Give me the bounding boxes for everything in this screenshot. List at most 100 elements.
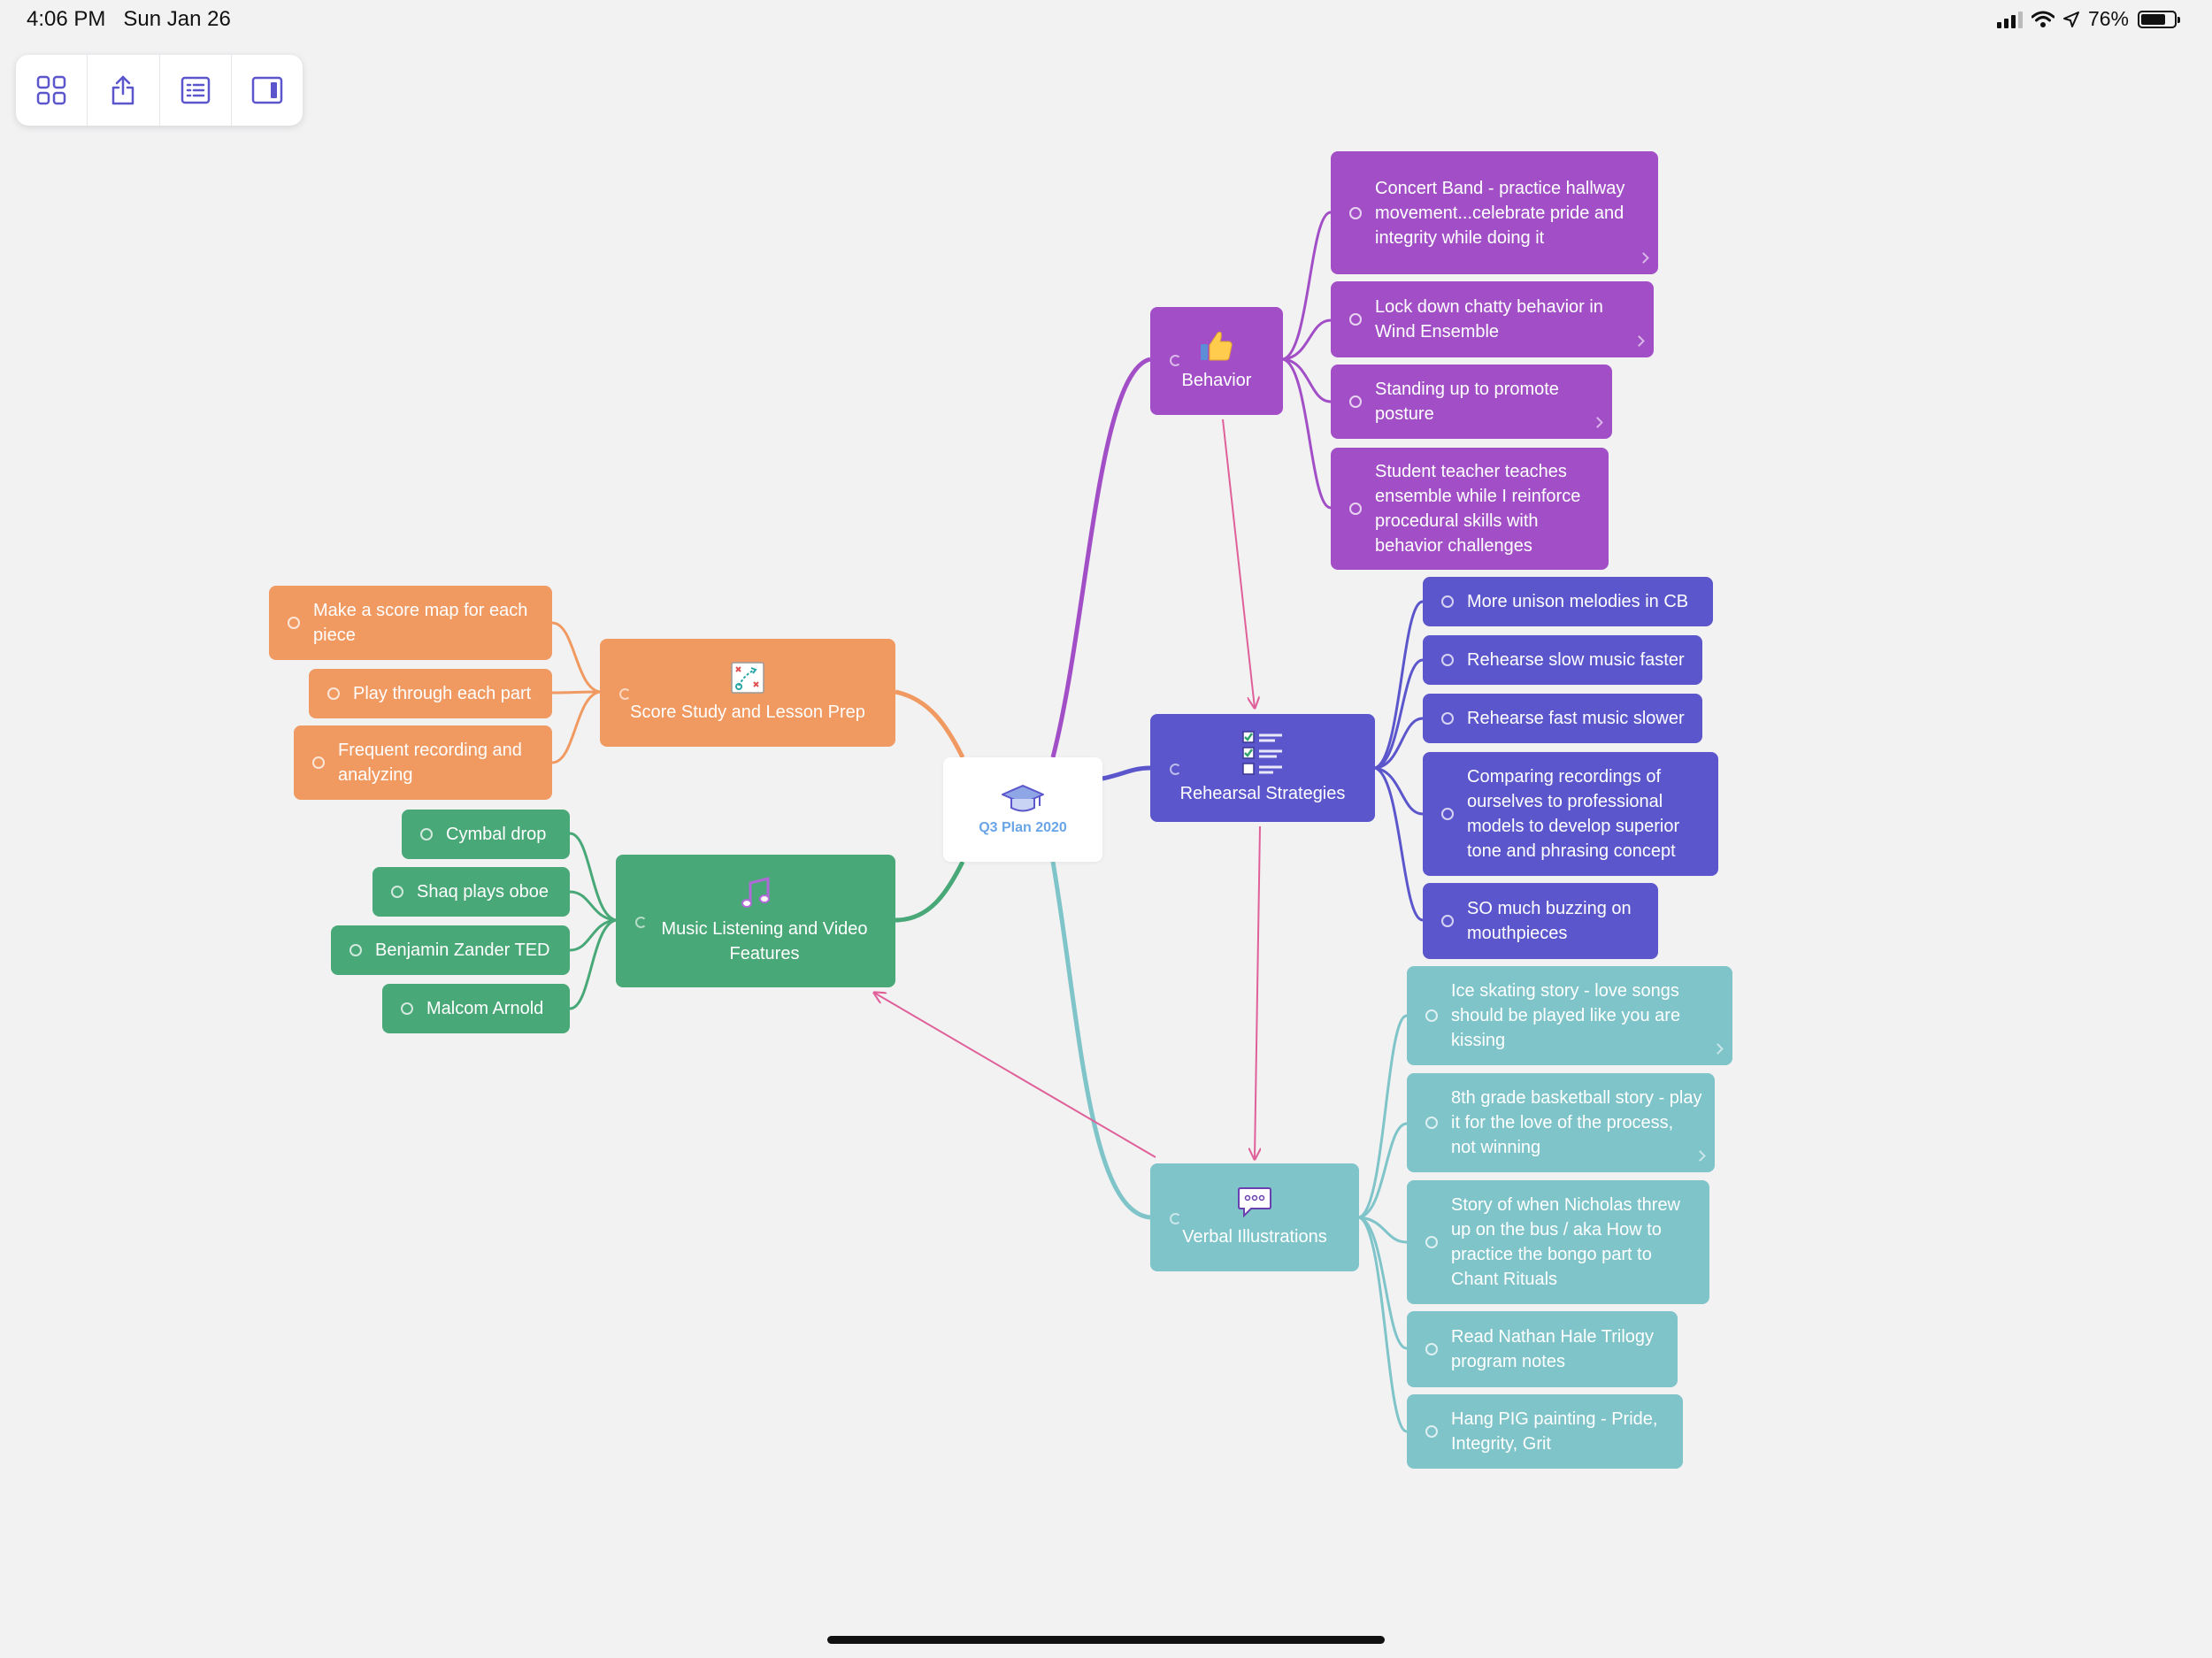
- topic-title: Music Listening and Video Features: [661, 919, 868, 963]
- subtopic[interactable]: Rehearse fast music slower: [1423, 694, 1702, 743]
- collapse-toggle[interactable]: [635, 917, 647, 928]
- subtopic[interactable]: Shaq plays oboe: [373, 867, 570, 917]
- speech-bubble-icon: [1238, 1187, 1271, 1218]
- subtopic[interactable]: Lock down chatty behavior in Wind Ensemb…: [1331, 281, 1654, 357]
- relationship-behavior-to-rehearsal: [1222, 418, 1255, 708]
- subtopic[interactable]: Benjamin Zander TED: [331, 925, 570, 975]
- subtopic-text: Rehearse slow music faster: [1467, 650, 1685, 670]
- subtopic[interactable]: Hang PIG painting - Pride, Integrity, Gr…: [1407, 1394, 1683, 1469]
- subtopic[interactable]: Malcom Arnold: [382, 984, 570, 1033]
- subtopic[interactable]: Student teacher teaches ensemble while I…: [1331, 448, 1609, 570]
- battery-level: [2141, 13, 2165, 25]
- status-time: 4:06 PM: [27, 7, 106, 31]
- subtopic[interactable]: Play through each part: [309, 669, 552, 718]
- subtopic[interactable]: SO much buzzing on mouthpieces: [1423, 883, 1658, 959]
- subtopic-bullet: [420, 828, 433, 841]
- topic-title: Score Study and Lesson Prep: [630, 702, 865, 722]
- share-button[interactable]: [88, 55, 160, 126]
- topic-rehearsal-strategies[interactable]: Rehearsal Strategies: [1150, 714, 1375, 822]
- subtopic[interactable]: Story of when Nicholas threw up on the b…: [1407, 1180, 1709, 1304]
- location-arrow-icon: [2062, 11, 2079, 27]
- graduation-cap-icon: [1002, 785, 1044, 812]
- subtopic[interactable]: Ice skating story - love songs should be…: [1407, 966, 1732, 1065]
- subtopic[interactable]: Rehearse slow music faster: [1423, 635, 1702, 685]
- topic-title: Behavior: [1181, 371, 1252, 390]
- subtopic-text: 8th grade basketball story - play it for…: [1451, 1088, 1702, 1157]
- battery-icon: [2138, 10, 2180, 28]
- subtopic-text: Benjamin Zander TED: [375, 940, 550, 960]
- status-bar: 4:06 PM Sun Jan 26 76%: [0, 0, 2212, 42]
- subtopic-bullet: [1441, 712, 1454, 725]
- subtopic[interactable]: Standing up to promote posture: [1331, 365, 1612, 439]
- subtopic-text: Malcom Arnold: [426, 999, 544, 1018]
- cellular-signal-icon: [1996, 11, 2023, 28]
- topic-music-listening[interactable]: Music Listening and Video Features: [616, 855, 895, 987]
- subtopic[interactable]: Make a score map for each piece: [269, 586, 552, 660]
- battery-percent: 76%: [2087, 7, 2129, 30]
- connector-center-score: [895, 689, 965, 759]
- topic-behavior[interactable]: Behavior: [1150, 307, 1283, 415]
- collapse-toggle[interactable]: [1170, 1213, 1181, 1224]
- topic-title: Rehearsal Strategies: [1179, 784, 1346, 803]
- outline-view-button[interactable]: [160, 55, 232, 126]
- subtopic-text: Make a score map for each piece: [313, 601, 528, 645]
- subtopic-text: Hang PIG painting - Pride, Integrity, Gr…: [1451, 1409, 1658, 1454]
- subtopic-bullet: [1441, 808, 1454, 820]
- subtopic-text: Shaq plays oboe: [417, 882, 549, 902]
- subtopic-bullet: [1441, 654, 1454, 666]
- subtopic-bullet: [1349, 313, 1362, 326]
- subtopic-text: Standing up to promote posture: [1375, 380, 1559, 424]
- checklist-icon: [1242, 731, 1282, 775]
- connector-center-music: [895, 860, 965, 923]
- subtopic-bullet: [1425, 1343, 1438, 1355]
- wifi-icon: [2031, 11, 2055, 27]
- subtopic-bullet: [1441, 595, 1454, 608]
- status-time-date: 4:06 PM Sun Jan 26: [27, 7, 231, 32]
- subtopic-text: More unison melodies in CB: [1467, 592, 1689, 611]
- subtopic-bullet: [1349, 206, 1362, 219]
- grid-view-button[interactable]: [16, 55, 88, 126]
- sidebar-icon: [251, 76, 283, 104]
- subtopic-text: SO much buzzing on mouthpieces: [1467, 899, 1632, 943]
- connector-center-verbal: [1050, 861, 1151, 1220]
- subtopic[interactable]: Cymbal drop: [402, 810, 570, 859]
- subtopic-bullet: [312, 756, 325, 769]
- connectors-rehearsal: [1374, 600, 1424, 922]
- thumbs-up-icon: [1201, 331, 1233, 361]
- subtopic-text: Concert Band - practice hallway movement…: [1375, 178, 1625, 248]
- connectors-behavior: [1282, 211, 1332, 510]
- subtopic-bullet: [1441, 915, 1454, 927]
- subtopic[interactable]: 8th grade basketball story - play it for…: [1407, 1073, 1715, 1172]
- subtopic-text: Play through each part: [353, 684, 532, 703]
- subtopic-bullet: [327, 687, 340, 700]
- subtopic-text: Ice skating story - love songs should be…: [1451, 981, 1681, 1050]
- topic-verbal-illustrations[interactable]: Verbal Illustrations: [1150, 1163, 1359, 1271]
- subtopic-text: Lock down chatty behavior in Wind Ensemb…: [1375, 297, 1603, 342]
- note-indicator-icon: [1638, 252, 1649, 264]
- collapse-toggle[interactable]: [619, 688, 631, 700]
- subtopic[interactable]: Read Nathan Hale Trilogy program notes: [1407, 1311, 1678, 1387]
- subtopic-bullet: [1425, 1236, 1438, 1248]
- relationship-verbal-to-music: [874, 993, 1156, 1158]
- outline-list-icon: [180, 76, 210, 104]
- central-topic-title: Q3 Plan 2020: [979, 820, 1067, 835]
- central-topic[interactable]: Q3 Plan 2020: [943, 757, 1102, 862]
- subtopic[interactable]: Concert Band - practice hallway movement…: [1331, 151, 1658, 274]
- collapse-toggle[interactable]: [1170, 764, 1181, 775]
- home-indicator[interactable]: [827, 1636, 1385, 1644]
- subtopic-text: Student teacher teaches ensemble while I…: [1375, 462, 1581, 556]
- sidebar-toggle-button[interactable]: [232, 55, 303, 126]
- subtopic-bullet: [1349, 395, 1362, 408]
- subtopic-text: Story of when Nicholas threw up on the b…: [1451, 1195, 1681, 1289]
- subtopic[interactable]: Frequent recording and analyzing: [294, 725, 552, 800]
- connectors-music: [569, 832, 617, 1010]
- connectors-verbal: [1358, 1014, 1408, 1433]
- connector-center-behavior: [1050, 357, 1151, 758]
- collapse-toggle[interactable]: [1170, 355, 1181, 366]
- subtopic[interactable]: Comparing recordings of ourselves to pro…: [1423, 752, 1718, 876]
- subtopic-bullet: [349, 944, 362, 956]
- topic-score-study[interactable]: Score Study and Lesson Prep: [600, 639, 895, 747]
- subtopic-text: Frequent recording and analyzing: [338, 741, 522, 785]
- subtopic[interactable]: More unison melodies in CB: [1423, 577, 1713, 626]
